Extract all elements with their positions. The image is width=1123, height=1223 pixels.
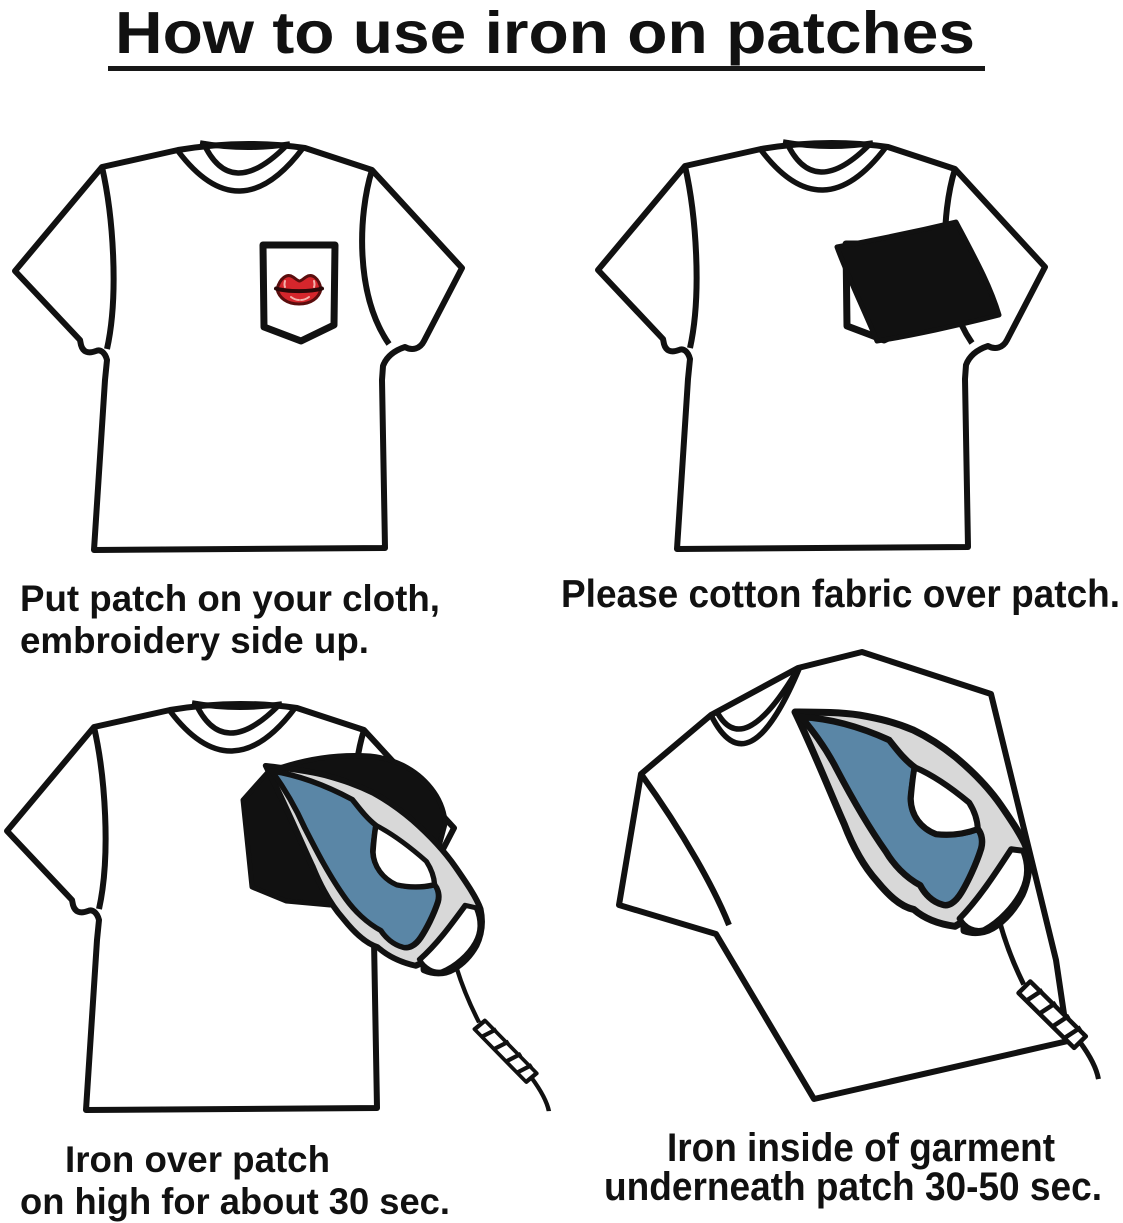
svg-text:Please cotton fabric over patc: Please cotton fabric over patch. <box>561 573 1120 616</box>
svg-text:Iron over patch: Iron over patch <box>65 1139 330 1180</box>
svg-text:Iron inside of garment: Iron inside of garment <box>667 1126 1055 1170</box>
svg-text:on high for about 30 sec.: on high for about 30 sec. <box>20 1181 450 1222</box>
svg-text:Put patch on your cloth,: Put patch on your cloth, <box>20 578 440 619</box>
svg-text:How to use iron on patches: How to use iron on patches <box>115 0 975 66</box>
svg-text:embroidery side up.: embroidery side up. <box>20 620 369 661</box>
svg-text:underneath patch 30-50 sec.: underneath patch 30-50 sec. <box>604 1165 1102 1209</box>
